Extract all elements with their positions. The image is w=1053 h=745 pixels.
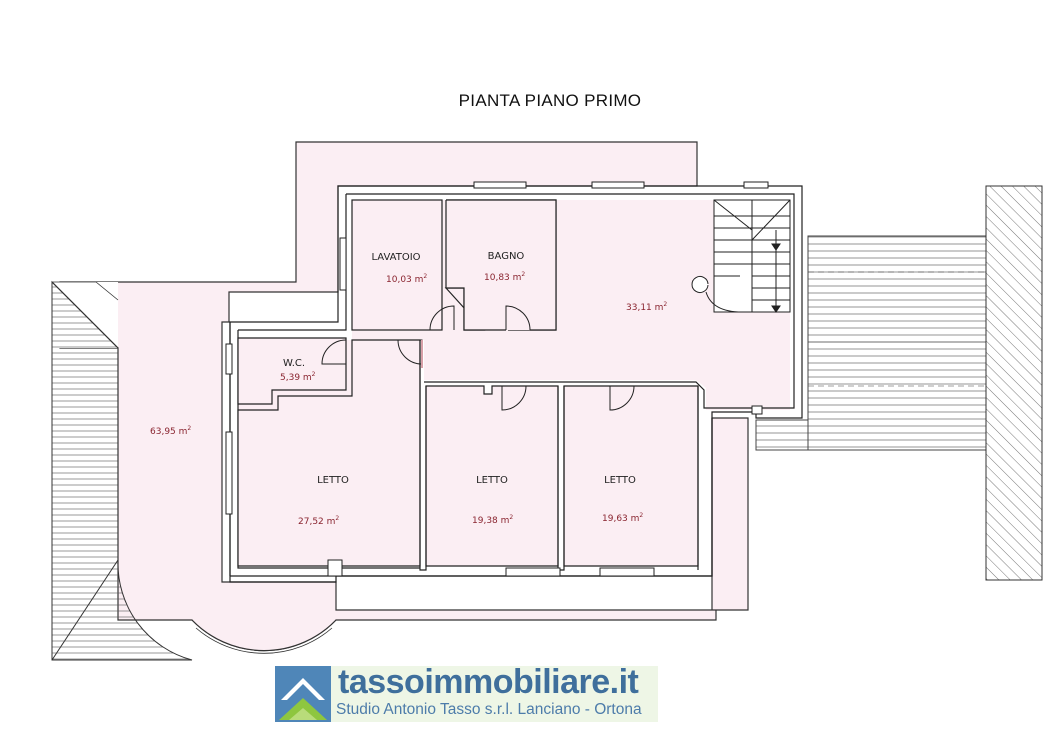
room-label: LETTO: [317, 475, 349, 486]
area-disimpegno: 33,11 m2: [626, 301, 667, 313]
left-roof: [51, 280, 193, 661]
brand-subtitle: Studio Antonio Tasso s.r.l. Lanciano - O…: [336, 701, 642, 718]
curved-balcony: [191, 619, 337, 654]
room-label: LETTO: [604, 475, 636, 486]
room-letto-1: LETTO 27,52 m2: [237, 339, 421, 567]
brand-logo: [275, 666, 658, 722]
area-label: 19,63 m2: [602, 512, 643, 524]
plan-title: PIANTA PIANO PRIMO: [459, 91, 642, 110]
doors: [321, 305, 635, 411]
room-lavatoio: LAVATOIO 10,03 m2: [351, 199, 443, 331]
area-label: 10,83 m2: [484, 271, 525, 283]
room-letto-2: LETTO 19,38 m2: [425, 385, 559, 567]
room-bagno: BAGNO 10,83 m2: [444, 199, 557, 331]
room-label: LETTO: [476, 475, 508, 486]
area-label: 10,03 m2: [386, 273, 427, 285]
area-label: 19,38 m2: [472, 514, 513, 526]
area-label: 5,39 m2: [280, 371, 316, 383]
room-label: BAGNO: [488, 251, 525, 262]
staircase: [691, 199, 791, 313]
area-terrazzo: 63,95 m2: [150, 425, 191, 437]
brand-name[interactable]: tassoimmobiliare.it: [338, 663, 639, 701]
room-letto-3: LETTO 19,63 m2: [563, 385, 699, 567]
room-label: LAVATOIO: [371, 252, 420, 263]
room-label: W.C.: [283, 358, 305, 369]
windows: [225, 181, 769, 577]
neighbour-wall: [985, 185, 1043, 581]
right-roof: [755, 235, 987, 451]
area-label: 27,52 m2: [298, 515, 339, 527]
room-wc: W.C. 5,39 m2: [237, 337, 347, 405]
